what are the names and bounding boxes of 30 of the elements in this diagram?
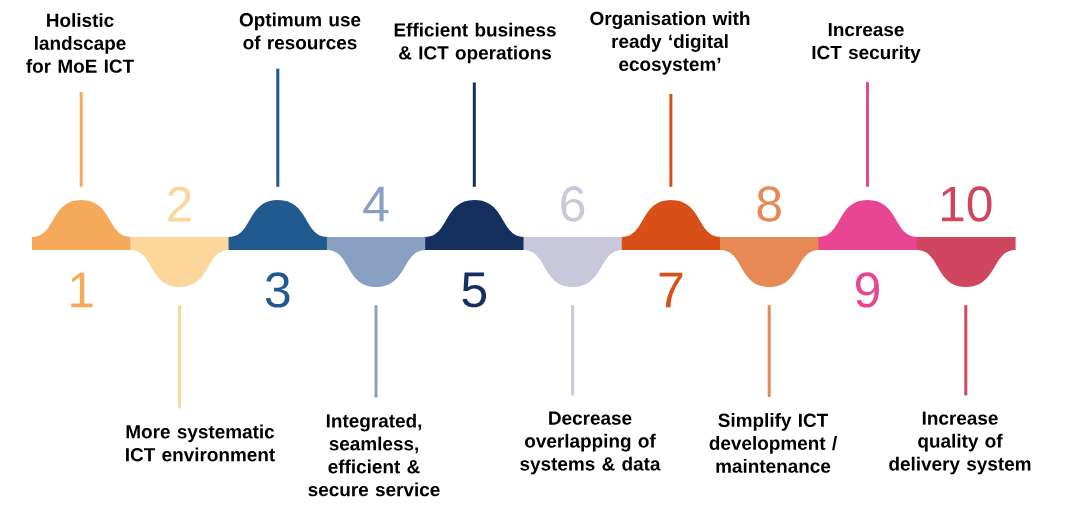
goal-label: Increase ICT security xyxy=(812,23,921,63)
step-number: 1 xyxy=(71,272,93,308)
goal-label: Organisation with ready ‘digital ecosystem’ xyxy=(590,11,750,75)
leader-line xyxy=(79,92,83,187)
step-number: 5 xyxy=(462,272,487,308)
goal-label: More systematic ICT environment xyxy=(126,424,275,462)
step-number: 9 xyxy=(856,272,879,308)
leader-line xyxy=(472,82,476,187)
leader-line xyxy=(374,305,378,398)
leader-line xyxy=(276,68,280,187)
step-number: 2 xyxy=(168,186,191,222)
goal-label: Efficient business & ICT operations xyxy=(394,22,556,64)
leader-line xyxy=(866,82,869,187)
leader-line xyxy=(767,305,771,397)
goal-label: Optimum use of resources xyxy=(239,12,361,50)
step-number: 3 xyxy=(265,272,290,308)
goal-label: Integrated, seamless, efficient & secure service xyxy=(308,413,440,497)
goal-label: Decrease overlapping of systems & data xyxy=(520,411,661,475)
goal-label: Simplify ICT development / maintenance xyxy=(709,413,837,473)
goal-label: Holistic landscape for MoE ICT xyxy=(26,13,134,73)
leader-line xyxy=(178,305,181,409)
step-number: 6 xyxy=(561,186,585,222)
leader-line xyxy=(964,305,968,396)
step-number: 4 xyxy=(363,186,389,222)
leader-line xyxy=(571,305,575,396)
step-number: 8 xyxy=(757,186,781,222)
leader-line xyxy=(669,93,673,187)
goal-label: Increase quality of delivery system xyxy=(889,411,1031,475)
step-number: 7 xyxy=(659,272,683,308)
step-number: 10 xyxy=(941,186,992,222)
